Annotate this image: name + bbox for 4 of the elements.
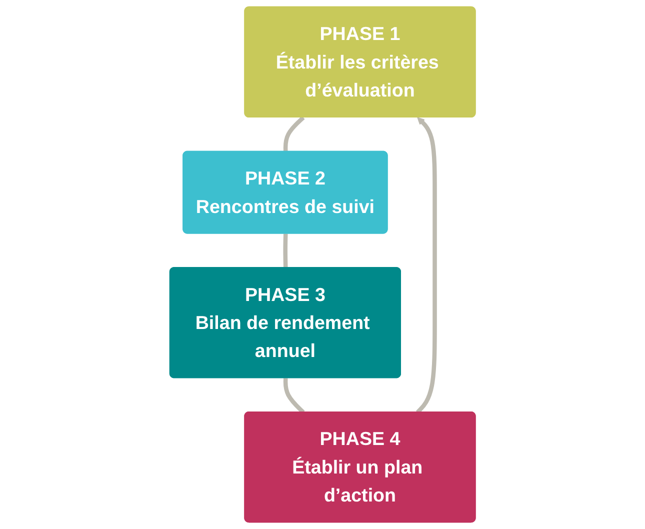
connector (283, 234, 288, 268)
connector (283, 116, 305, 152)
arrow (416, 117, 437, 414)
connector (283, 378, 305, 414)
